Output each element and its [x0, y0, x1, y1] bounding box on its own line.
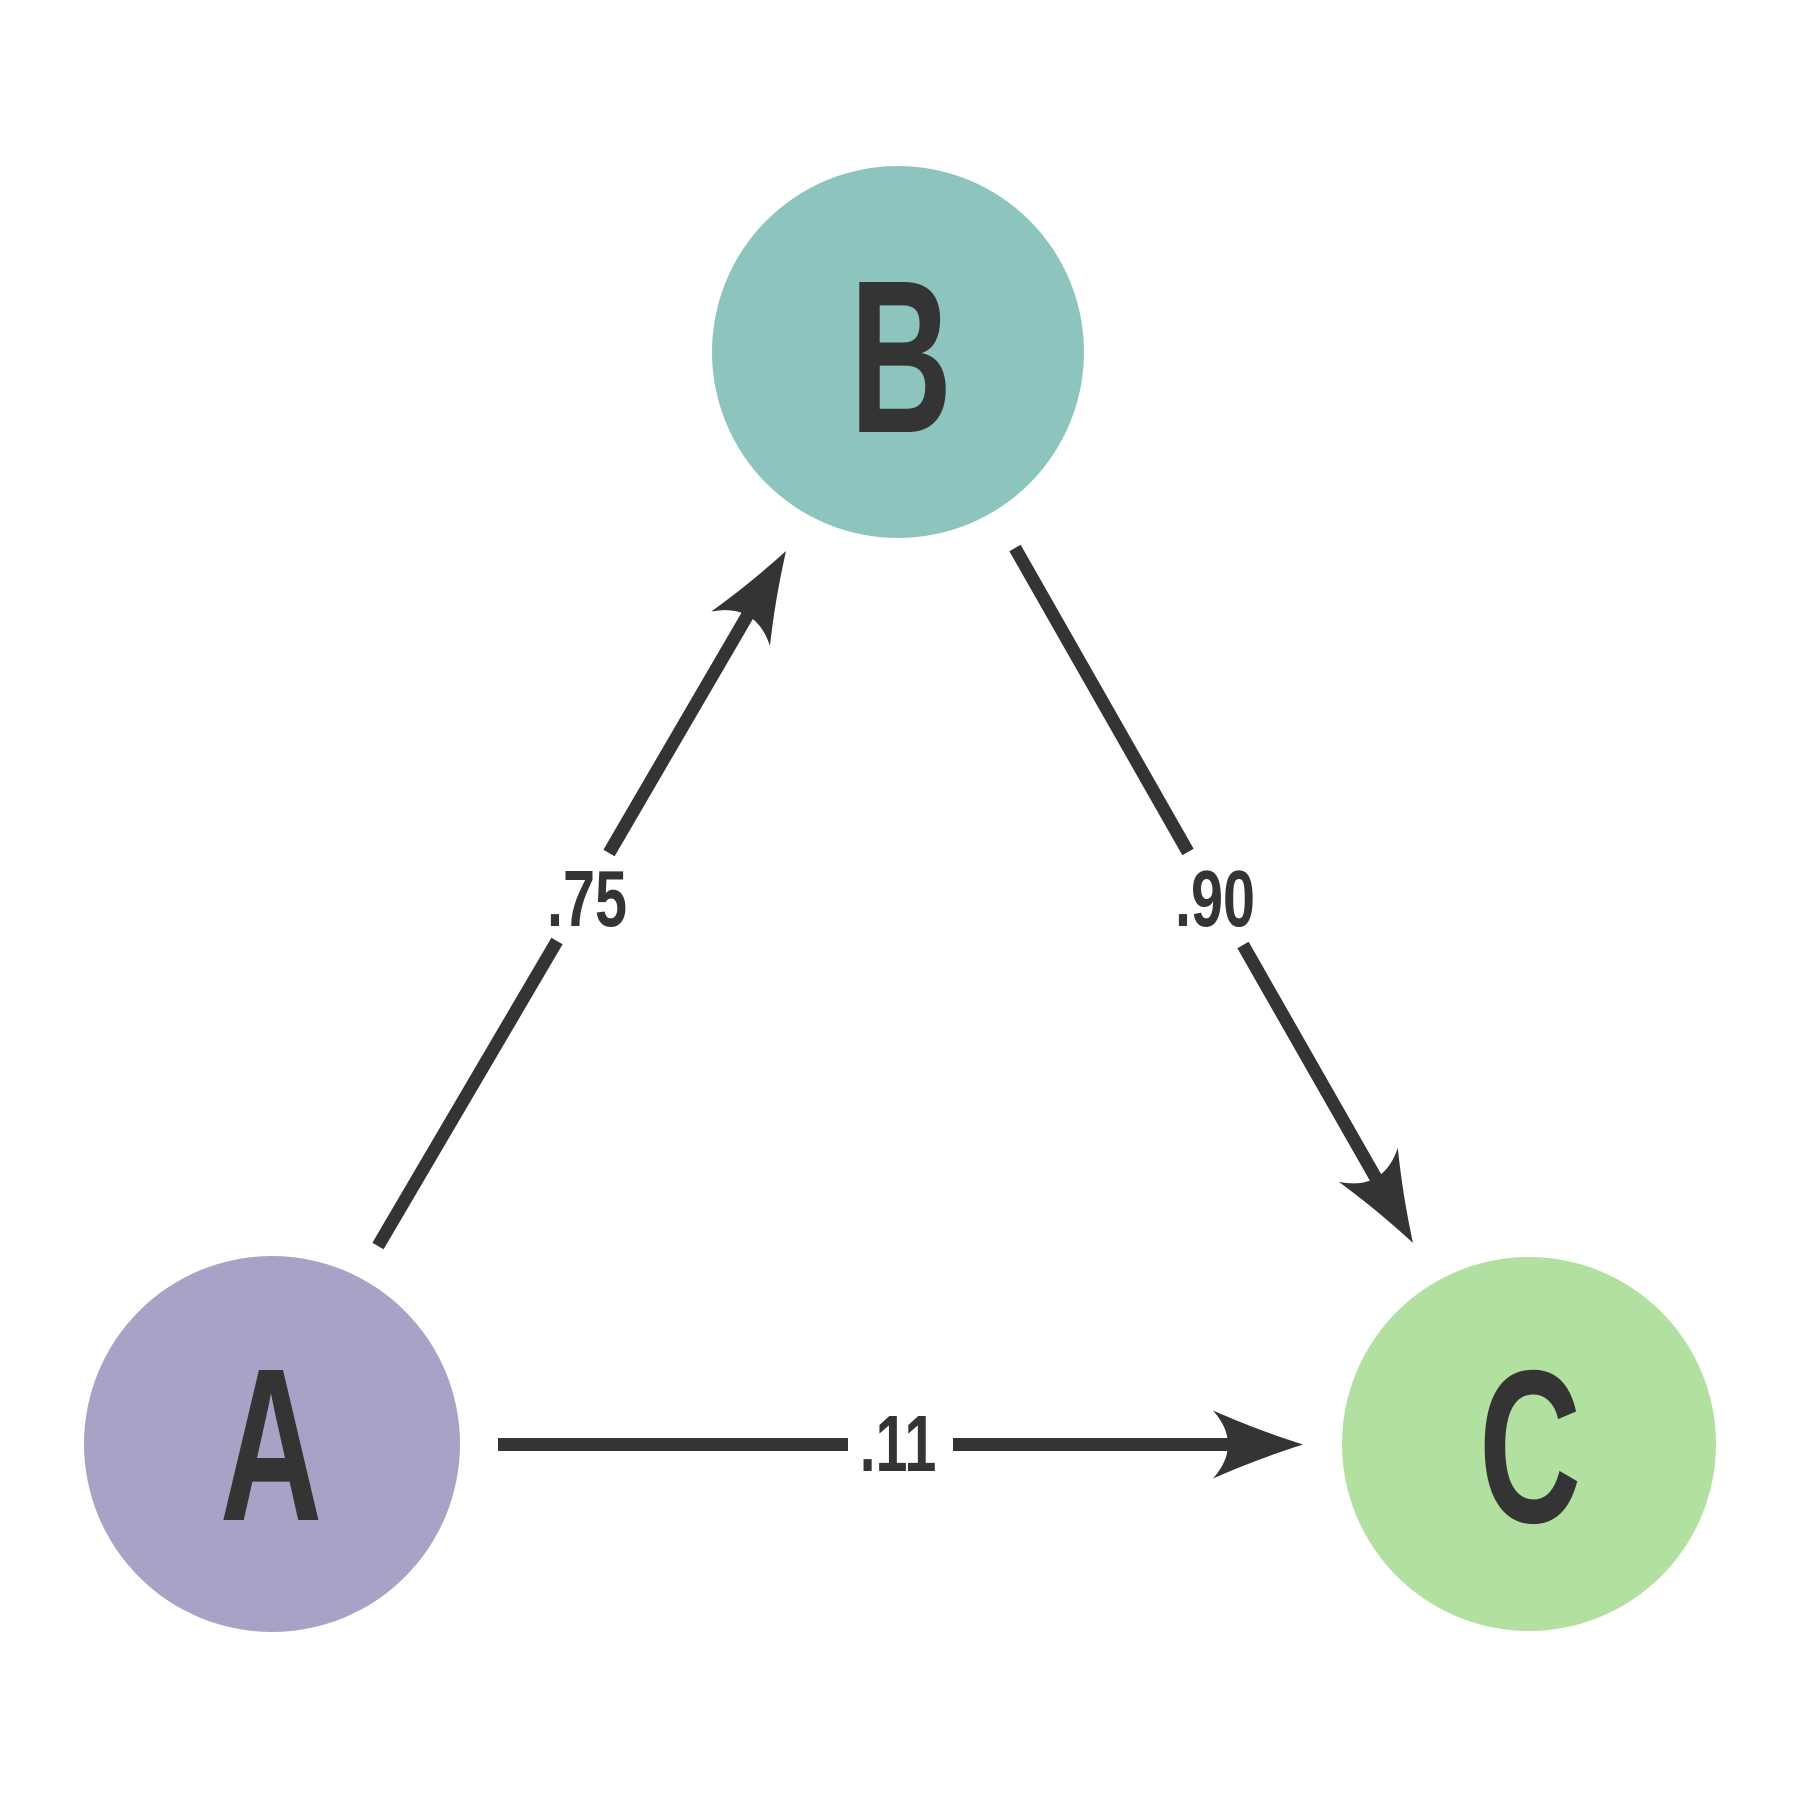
- edge-a-to-c: .11: [498, 1399, 1303, 1489]
- edge-b-to-c-segment-upper: [1009, 544, 1194, 856]
- edge-a-to-b-segment-lower: [372, 937, 563, 1250]
- node-c-label: C: [1479, 1325, 1581, 1568]
- edge-a-to-b: .75: [372, 551, 786, 1250]
- edge-b-to-c-segment-lower: [1237, 941, 1383, 1184]
- node-c: C: [1342, 1257, 1716, 1631]
- edge-a-to-c-weight-label: .11: [860, 1399, 937, 1489]
- edge-a-to-b-weight-label: .75: [547, 854, 627, 944]
- node-a-circle: [84, 1256, 460, 1632]
- node-b-circle: [712, 166, 1084, 538]
- edge-b-to-c: .90: [1009, 544, 1413, 1243]
- node-c-circle: [1342, 1257, 1716, 1631]
- edge-a-to-b-segment-upper: [603, 607, 756, 857]
- node-b: B: [712, 166, 1084, 538]
- edge-a-to-b-arrowhead-icon: [711, 551, 786, 646]
- edge-b-to-c-arrowhead-icon: [1338, 1148, 1413, 1243]
- edge-a-to-c-arrowhead-icon: [1213, 1410, 1303, 1479]
- node-b-label: B: [850, 235, 952, 478]
- edge-b-to-c-weight-label: .90: [1175, 854, 1255, 944]
- node-a: A: [84, 1256, 460, 1632]
- node-a-label: A: [220, 1323, 322, 1566]
